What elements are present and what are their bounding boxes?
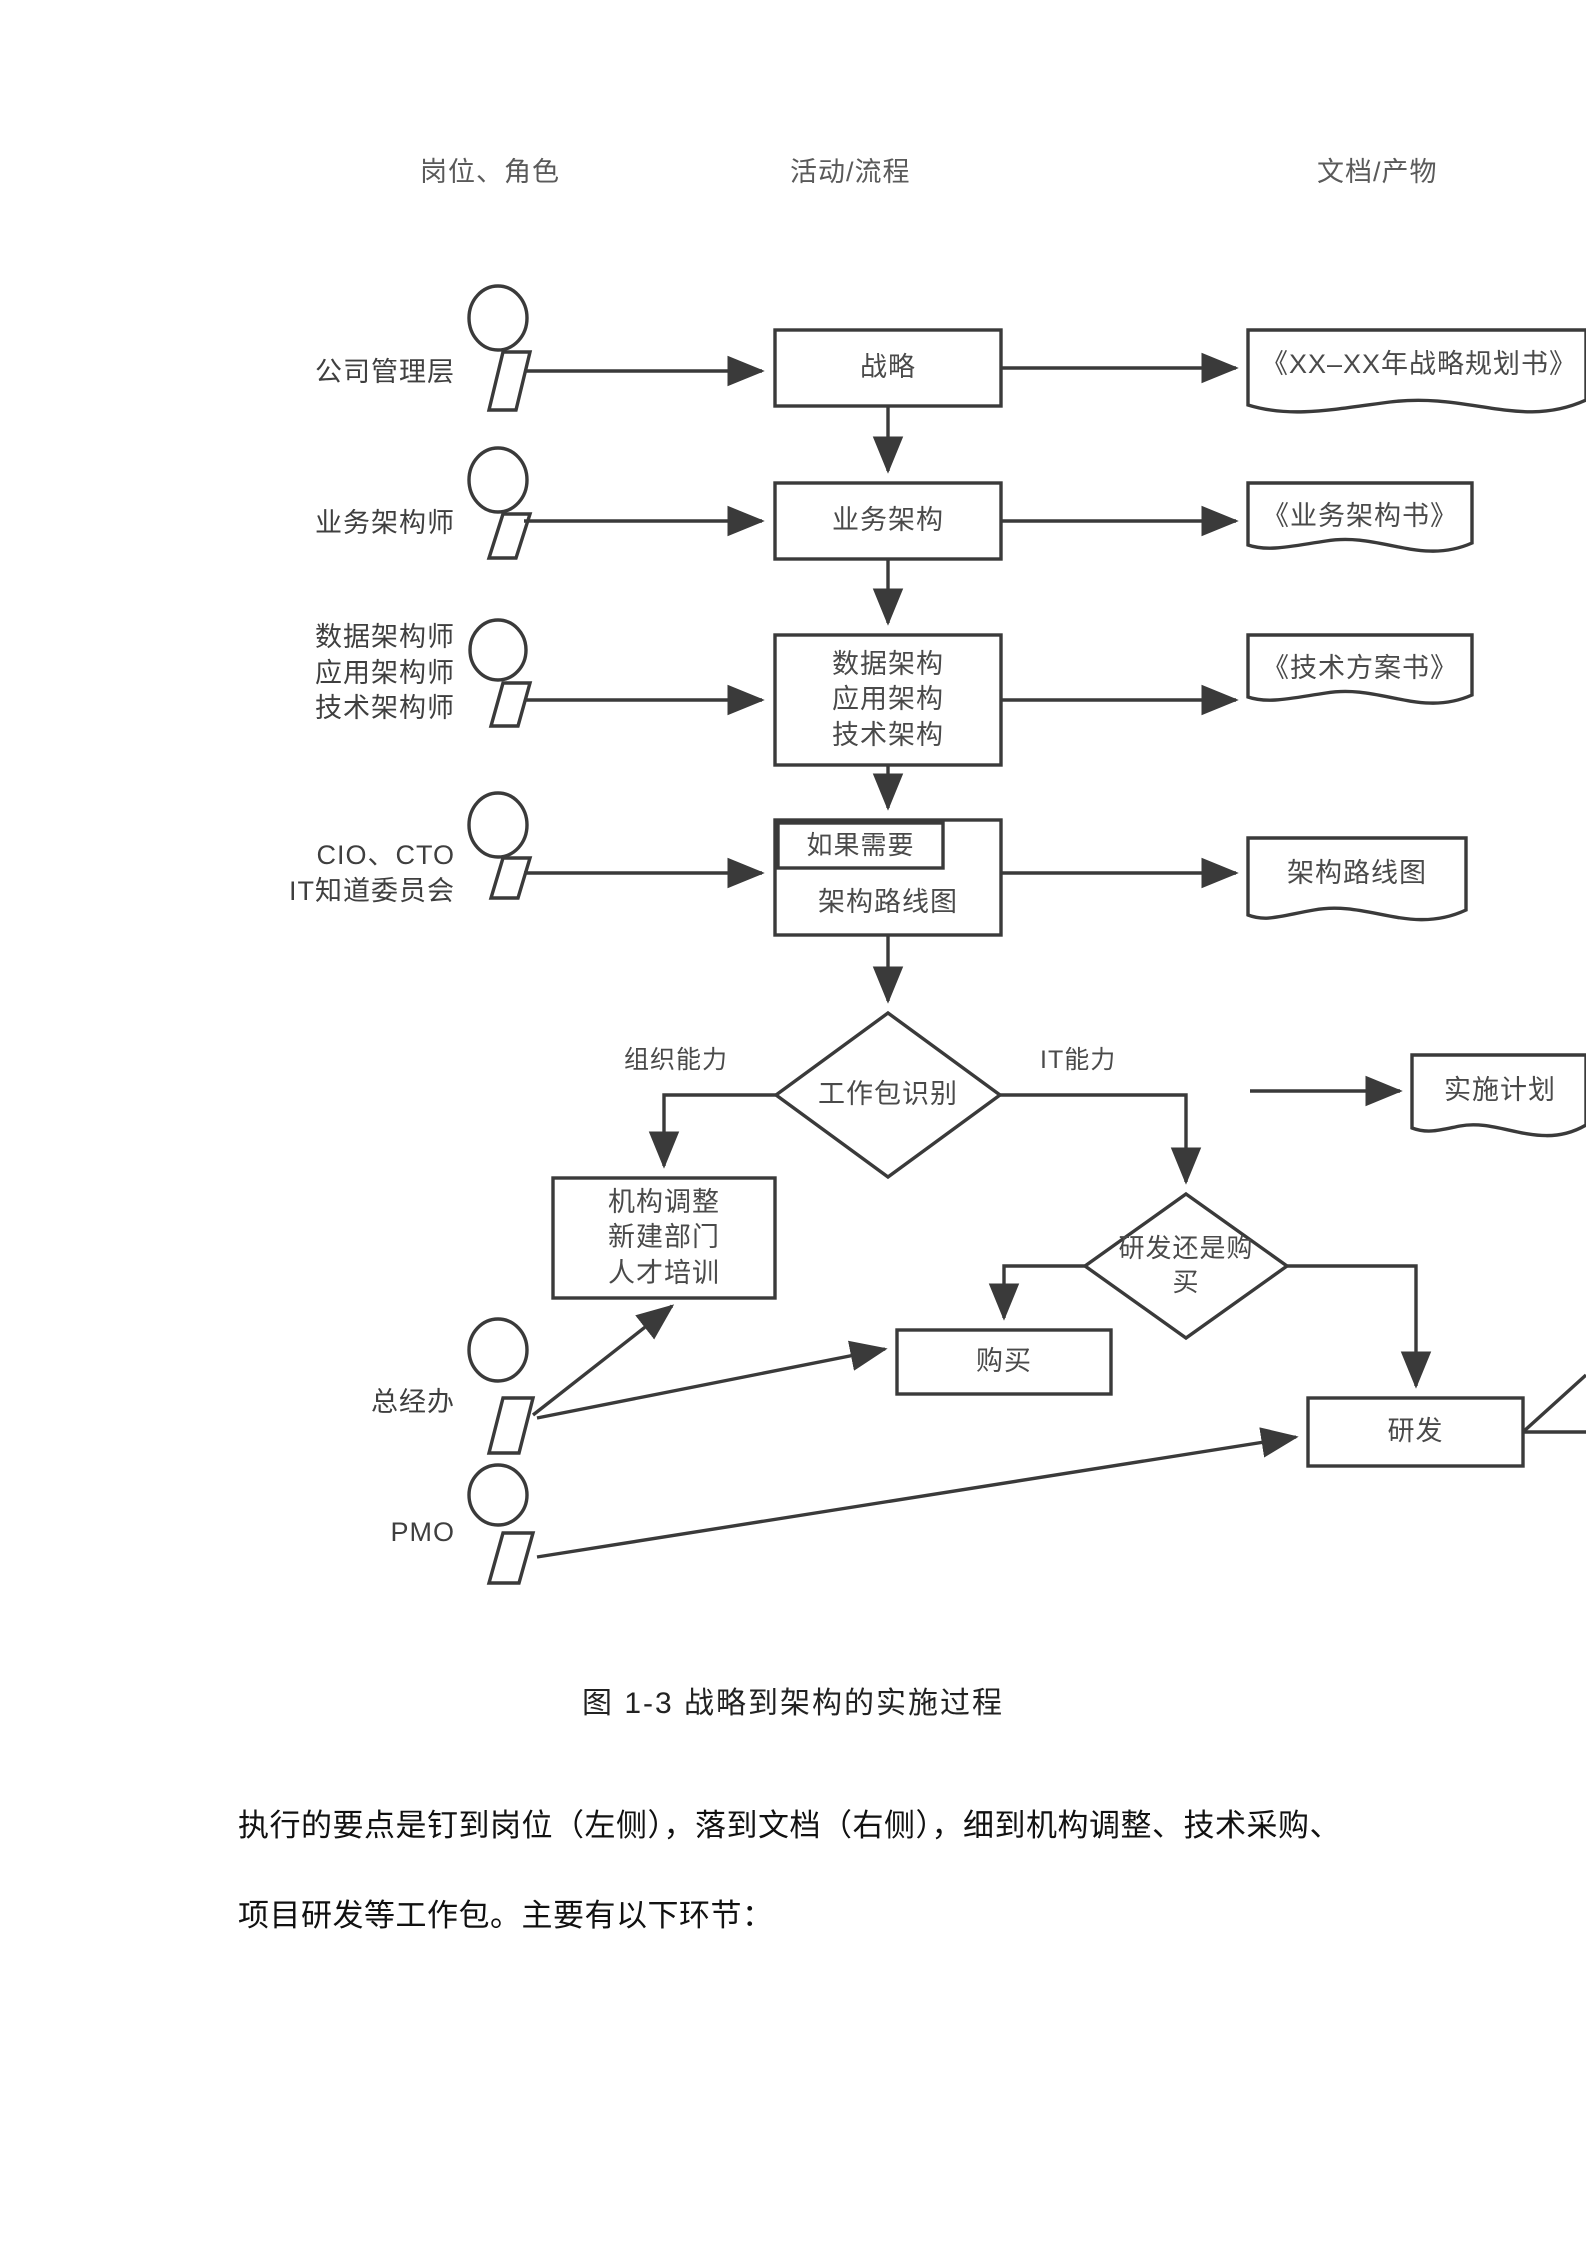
- box-if-needed: [776, 821, 945, 870]
- edge-gm-to-org-adjust: [531, 1304, 675, 1417]
- box-business-architecture: [773, 481, 1003, 561]
- actor-pmo: [467, 1463, 536, 1585]
- diamond-work-package: [773, 1010, 1003, 1180]
- column-header-activities: 活动/流程: [790, 157, 911, 187]
- role-label-business-architect: 业务架构师: [315, 508, 455, 538]
- figure-caption: 图 1-3 战略到架构的实施过程: [581, 1687, 1005, 1720]
- body-paragraph-line-1: 执行的要点是钉到岗位（左侧），落到文档（右侧），细到机构调整、技术采购、: [238, 1808, 1341, 1843]
- figure-strategy-to-architecture: 岗位、角色 活动/流程 文档/产物 公司管理层 业务架构师 数据架构师 应用架构…: [289, 157, 1586, 1585]
- box-strategy: [773, 328, 1003, 408]
- edge-label-org-capability: 组织能力: [624, 1046, 729, 1074]
- doc-architecture-roadmap-shape: [1246, 836, 1468, 922]
- box-purchase: [895, 1328, 1113, 1396]
- role-label-architects: 数据架构师 应用架构师 技术架构师: [315, 622, 455, 724]
- edge-buy-branch: [988, 1264, 1085, 1321]
- doc-technical-solution-shape: [1246, 633, 1474, 705]
- role-label-management: 公司管理层: [315, 357, 455, 387]
- edge-label-it-capability: IT能力: [1040, 1046, 1117, 1074]
- actor-architects: [468, 618, 533, 728]
- doc-strategic-plan-shape: [1246, 328, 1586, 414]
- actor-business-architect: [467, 446, 533, 560]
- doc-business-architecture-shape: [1246, 481, 1474, 553]
- role-label-gm-office: 总经办: [371, 1387, 455, 1417]
- edge-build-branch: [1287, 1264, 1432, 1389]
- actor-cio-cto: [467, 791, 533, 900]
- doc-implementation-plan-shape: [1410, 1053, 1586, 1138]
- edge-gm-to-purchase: [536, 1340, 888, 1420]
- role-label-pmo: PMO: [390, 1517, 455, 1547]
- edge-it-capability-branch: [1000, 1093, 1202, 1185]
- box-org-adjust: [551, 1176, 777, 1300]
- actor-gm-office: [467, 1317, 536, 1455]
- edge-org-capability-branch: [648, 1093, 776, 1169]
- role-label-cio-cto: CIO、CTO IT知道委员会: [289, 840, 455, 906]
- diagram-canvas: [467, 284, 1586, 1585]
- edge-pmo-to-rnd: [536, 1427, 1299, 1559]
- box-rnd: [1306, 1396, 1525, 1468]
- column-header-documents: 文档/产物: [1317, 157, 1438, 187]
- diamond-build-or-buy: [1082, 1191, 1290, 1341]
- box-architecture-roadmap: [773, 818, 1003, 937]
- column-header-roles: 岗位、角色: [420, 157, 560, 187]
- actor-management: [467, 284, 533, 412]
- body-paragraph-line-2: 项目研发等工作包。主要有以下环节：: [238, 1898, 774, 1933]
- edge-rnd-right-diagonal: [1521, 1373, 1586, 1434]
- box-tech-architecture: [773, 633, 1003, 767]
